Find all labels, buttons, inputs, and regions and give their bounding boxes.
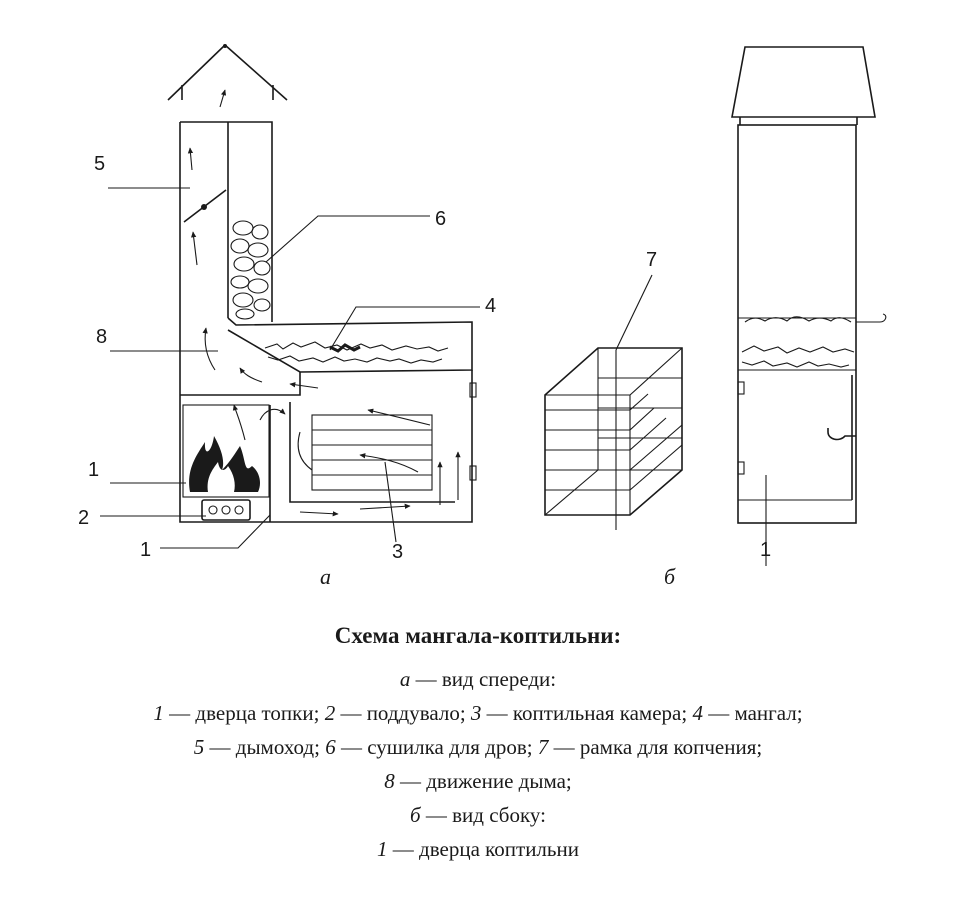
legend-text: — дверца топки;: [163, 701, 325, 725]
furnace-body: [179, 370, 473, 523]
side-view: [731, 46, 887, 566]
chimney: [179, 121, 273, 395]
caption: Схема мангала-коптильни: а — вид спереди…: [0, 618, 956, 866]
view-label-side: б: [664, 564, 676, 589]
caption-line-5: б — вид сбоку:: [0, 798, 956, 832]
smoking-frame: [544, 274, 683, 530]
caption-line-2: 1 — дверца топки; 2 — поддувало; 3 — коп…: [0, 696, 956, 730]
firebox-door: [182, 404, 270, 498]
legend-text: — мангал;: [702, 701, 803, 725]
view-label-front: а: [320, 564, 331, 589]
legend-number: 1: [153, 701, 164, 725]
label-1-side: 1: [760, 539, 771, 561]
legend-text: — дымоход;: [204, 735, 326, 759]
legend-text: — сушилка для дров;: [335, 735, 538, 759]
legend-number: 8: [384, 769, 395, 793]
caption-line-1: а — вид спереди:: [0, 662, 956, 696]
legend-number: 1: [377, 837, 388, 861]
legend-text: — вид сбоку:: [420, 803, 546, 827]
label-3: 3: [392, 541, 403, 563]
legend-text: — движение дыма;: [394, 769, 572, 793]
legend-number: 4: [692, 701, 703, 725]
legend-number: 7: [537, 735, 549, 759]
label-7: 7: [646, 249, 657, 271]
label-1-firebox: 1: [88, 459, 99, 481]
grill-coals: [264, 341, 449, 364]
ash-pit-door: [201, 499, 251, 521]
legend-text: — коптильная камера;: [481, 701, 693, 725]
label-4: 4: [485, 295, 496, 317]
part-labels: 5 6 4 8 1 2 1 3 7 1 а б: [78, 153, 771, 589]
caption-line-3: 5 — дымоход; 6 — сушилка для дров; 7 — р…: [0, 730, 956, 764]
legend-number: 3: [470, 701, 482, 725]
legend-text: — дверца коптильни: [387, 837, 579, 861]
side-roof: [731, 46, 876, 118]
legend-number: б: [410, 803, 421, 827]
label-1-lower: 1: [140, 539, 151, 561]
leader-lines: [100, 187, 480, 549]
chimney-roof: [167, 43, 288, 101]
legend-number: а: [399, 667, 411, 691]
smoker-diagram: 5 6 4 8 1 2 1 3 7 1 а б: [78, 43, 887, 589]
side-grill-coals: [738, 313, 887, 371]
front-view: [100, 43, 480, 549]
smoking-chamber: [311, 414, 433, 491]
smoking-door-handle: [827, 375, 856, 500]
caption-line-4: 8 — движение дыма;: [0, 764, 956, 798]
grill: [227, 317, 473, 373]
flame-icon: [189, 436, 260, 492]
smoke-flow-arrows: [187, 89, 461, 517]
caption-title: Схема мангала-коптильни:: [334, 623, 622, 648]
label-5: 5: [94, 153, 105, 175]
label-2: 2: [78, 507, 89, 529]
legend-number: 2: [324, 701, 336, 725]
legend-number: 6: [325, 735, 336, 759]
label-6: 6: [435, 208, 446, 230]
legend-text: — вид спереди:: [410, 667, 557, 691]
wood-dryer: [230, 220, 271, 320]
caption-line-6: 1 — дверца коптильни: [0, 832, 956, 866]
legend-text: — рамка для копчения;: [548, 735, 763, 759]
legend-number: 5: [193, 735, 205, 759]
legend-text: — поддувало;: [335, 701, 471, 725]
label-8: 8: [96, 326, 107, 348]
